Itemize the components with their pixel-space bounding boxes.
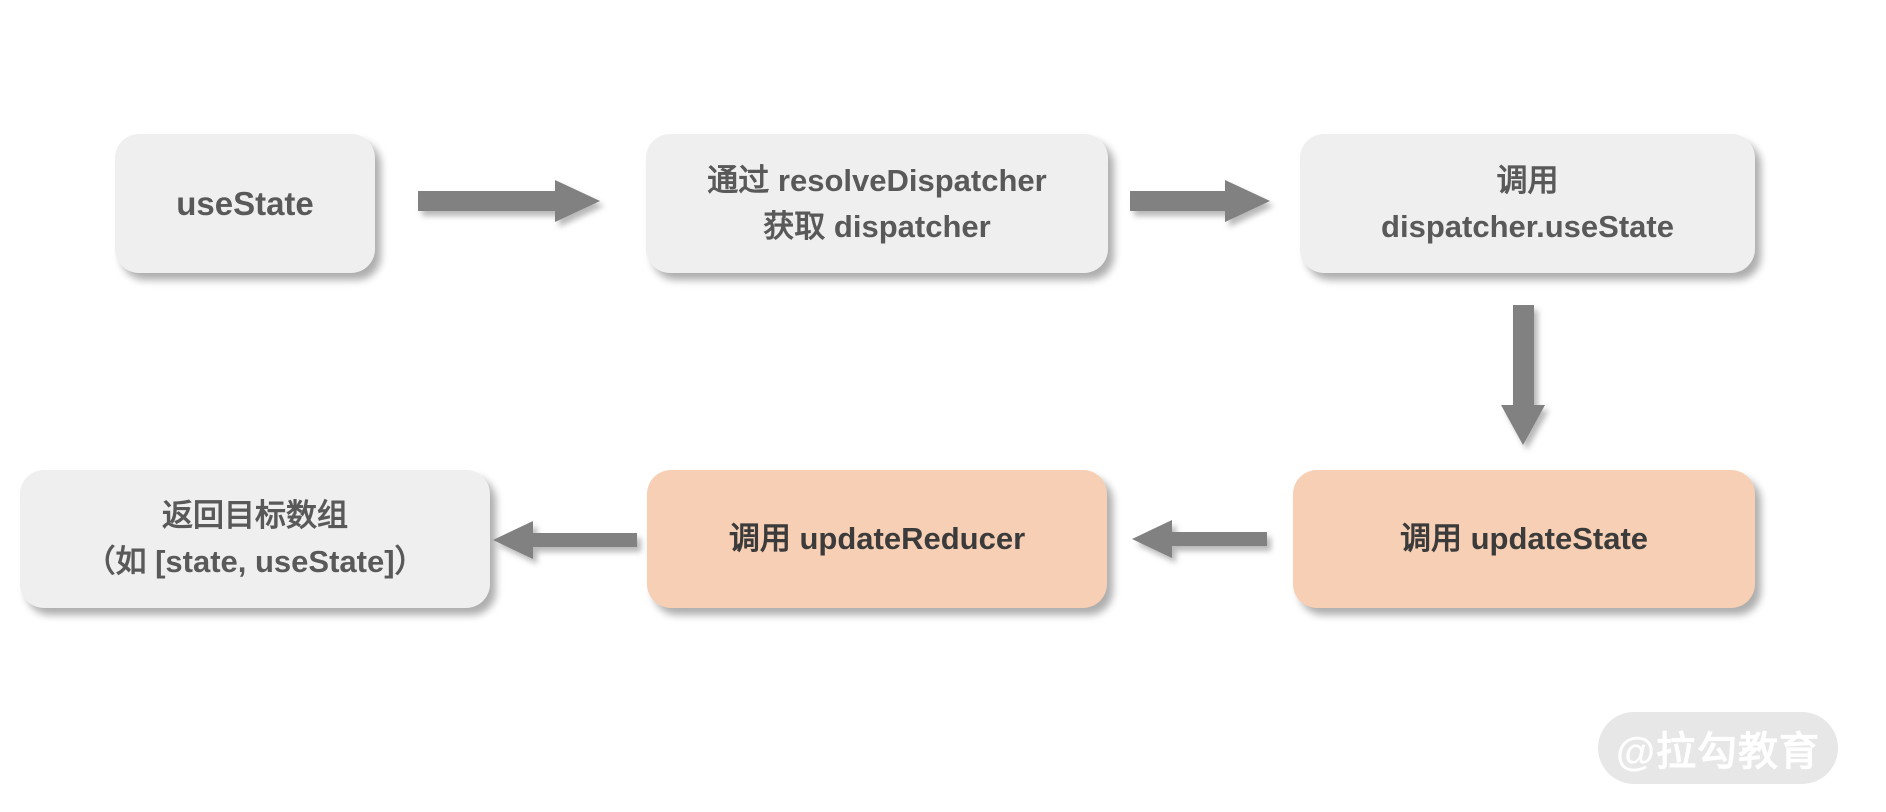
arrow-head-icon: [1132, 520, 1172, 558]
watermark-badge: @拉勾教育: [1598, 712, 1838, 784]
flow-arrow-left-2: [493, 521, 637, 559]
flow-arrow-down: [1501, 305, 1545, 445]
node-resolve-dispatcher-line1: 通过 resolveDispatcher: [707, 162, 1047, 198]
node-return-target-array-line2: （如 [state, useState]）: [84, 544, 426, 579]
node-call-dispatcher-usestate-line1: 调用: [1496, 162, 1559, 198]
arrow-shaft: [418, 191, 555, 211]
flow-arrow-left-1: [1132, 520, 1267, 558]
node-resolve-dispatcher-line2: 获取 dispatcher: [763, 208, 991, 244]
arrow-head-icon: [1501, 405, 1545, 445]
node-call-update-reducer-label: 调用 updateReducer: [728, 521, 1026, 556]
node-call-update-state: 调用 updateState: [1293, 470, 1755, 608]
node-return-target-array: 返回目标数组 （如 [state, useState]）: [20, 470, 490, 608]
arrow-head-icon: [1225, 180, 1270, 222]
arrow-shaft: [1512, 305, 1534, 405]
watermark-label: @拉勾教育: [1615, 730, 1820, 774]
node-call-update-reducer: 调用 updateReducer: [647, 470, 1107, 608]
arrow-head-icon: [493, 521, 533, 559]
arrow-shaft: [1172, 532, 1267, 546]
arrow-shaft: [533, 533, 637, 547]
node-call-dispatcher-usestate-line2: dispatcher.useState: [1381, 208, 1674, 244]
flow-arrow-right-1: [418, 180, 600, 222]
node-call-dispatcher-usestate: 调用 dispatcher.useState: [1300, 134, 1755, 273]
node-return-target-array-line1: 返回目标数组: [162, 498, 348, 533]
node-resolve-dispatcher: 通过 resolveDispatcher 获取 dispatcher: [646, 134, 1108, 273]
node-usestate-label: useState: [176, 184, 314, 222]
flow-arrow-right-2: [1130, 180, 1270, 222]
arrow-shaft: [1130, 191, 1225, 211]
node-call-update-state-label: 调用 updateState: [1399, 521, 1649, 556]
node-usestate: useState: [115, 134, 375, 273]
arrow-head-icon: [555, 180, 600, 222]
